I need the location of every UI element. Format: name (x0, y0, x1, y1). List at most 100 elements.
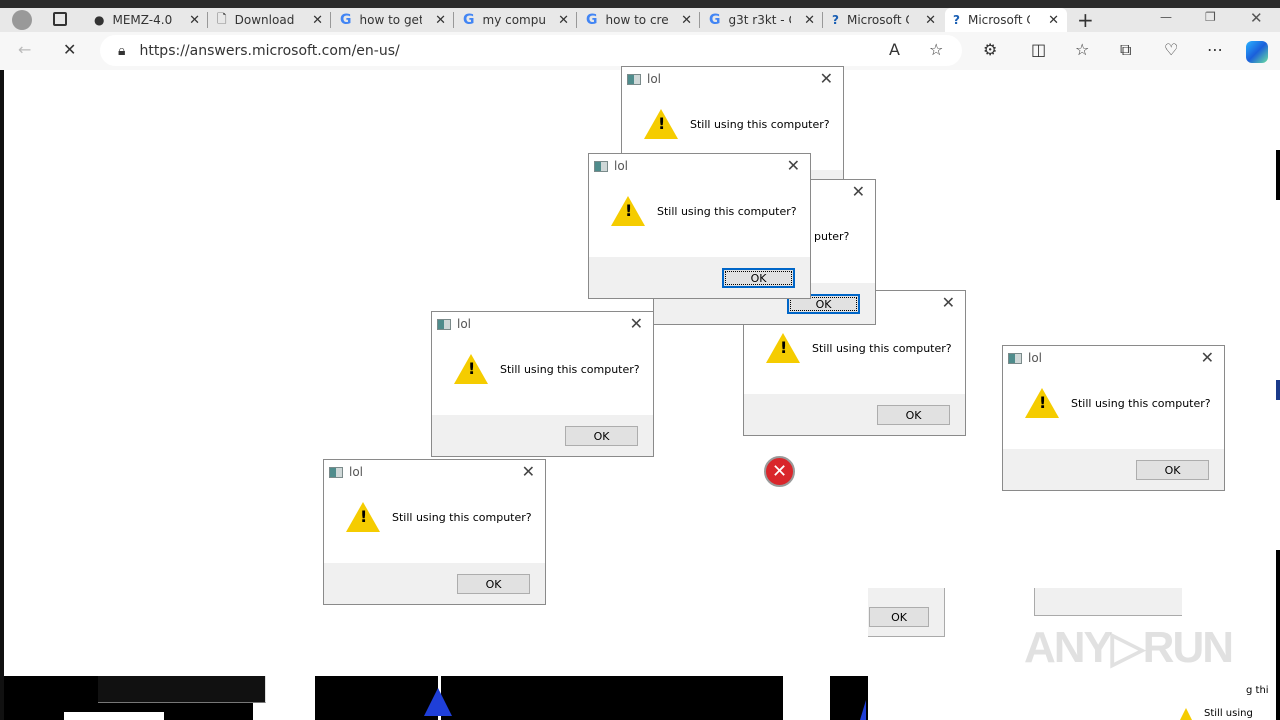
message-dialog: lol ✕ ! Still using this computer? OK (588, 153, 811, 299)
dialog-titlebar[interactable]: lol (324, 460, 545, 484)
ok-button[interactable]: OK (877, 405, 950, 425)
dialog-title: lol (614, 159, 629, 173)
ok-button[interactable]: OK (457, 574, 530, 594)
new-tab-button[interactable]: + (1077, 8, 1094, 32)
dialog-titlebar[interactable]: lol (1003, 346, 1224, 370)
dialog-fragment (1034, 588, 1182, 616)
lock-icon: 🔒︎ (118, 42, 126, 59)
address-bar-row: ← ✕ 🔒︎ https://answers.microsoft.com/en-u… (0, 32, 1280, 70)
app-icon (437, 318, 451, 330)
copilot-icon[interactable] (1246, 41, 1268, 63)
stop-loading-button[interactable]: ✕ (63, 40, 77, 59)
warning-icon (860, 700, 866, 720)
warning-icon: ! (454, 354, 488, 384)
dialog-title: lol (349, 465, 364, 479)
url-text[interactable]: https://answers.microsoft.com/en-us/ (139, 42, 400, 59)
close-tab-icon[interactable]: ✕ (925, 12, 936, 28)
dialog-message: Still using this computer? (1071, 396, 1211, 410)
dialog-fragment (98, 676, 266, 703)
error-icon: ✕ (764, 456, 795, 487)
collections-icon[interactable]: ⧉ (1120, 40, 1132, 59)
close-window-button[interactable]: ✕ (1250, 9, 1263, 27)
profile-avatar[interactable] (12, 10, 32, 30)
back-button[interactable]: ← (18, 40, 32, 59)
dialog-footer: OK (589, 257, 810, 298)
ok-button[interactable]: OK (1136, 460, 1209, 480)
message-dialog: lol ✕ ! Still using this computer? OK (431, 311, 654, 457)
ok-button[interactable]: OK (565, 426, 638, 446)
ok-button[interactable]: OK (787, 294, 860, 314)
watermark: ANY▷RUN (1023, 623, 1234, 672)
dialog-message: Still using this computer? (812, 341, 952, 355)
dialog-title: lol (1028, 351, 1043, 365)
tab-active[interactable]: ?Microsoft C✕ (945, 8, 1067, 32)
file-icon: 🗋 (217, 11, 227, 26)
dialog-titlebar[interactable]: lol (622, 67, 843, 91)
warning-icon: ! (1025, 388, 1059, 418)
microsoft-answers-icon: ? (953, 13, 960, 27)
dialog-message: Still using this computer? (657, 204, 797, 218)
minimize-button[interactable]: — (1160, 10, 1172, 24)
google-icon: G (463, 12, 475, 28)
read-aloud-icon[interactable]: A (889, 40, 900, 59)
split-screen-icon[interactable]: ◫ (1031, 40, 1047, 59)
tab[interactable]: ●MEMZ-4.0✕ (86, 8, 208, 32)
dialog-footer: OK (432, 415, 653, 456)
restore-button[interactable]: ❐ (1205, 10, 1216, 24)
dialog-footer: OK (744, 394, 965, 435)
close-icon[interactable]: ✕ (941, 293, 955, 312)
app-icon (329, 466, 343, 478)
warning-icon: ! (766, 333, 800, 363)
close-icon[interactable]: ✕ (819, 69, 833, 88)
close-tab-icon[interactable]: ✕ (435, 12, 446, 28)
warning-icon: ! (644, 109, 678, 139)
ok-button[interactable]: OK (869, 607, 929, 627)
warning-icon (1180, 708, 1192, 720)
close-tab-icon[interactable]: ✕ (804, 12, 815, 28)
fragment-text: g thi (1246, 685, 1269, 696)
tab[interactable]: ?Microsoft C✕ (832, 12, 936, 28)
close-tab-icon[interactable]: ✕ (189, 12, 200, 28)
close-icon[interactable]: ✕ (851, 182, 865, 201)
github-icon: ● (94, 13, 105, 27)
tab[interactable]: 🗋Download✕ (209, 8, 331, 32)
dialog-message: Still using this computer? (690, 117, 830, 131)
close-tab-icon[interactable]: ✕ (558, 12, 569, 28)
address-bar[interactable]: 🔒︎ https://answers.microsoft.com/en-us/ (100, 35, 962, 66)
message-dialog: lol ✕ ! Still using this computer? OK (1002, 345, 1225, 491)
tab-actions-icon[interactable] (53, 12, 67, 26)
message-dialog: lol ✕ !Still using this computer? OK (323, 459, 546, 605)
close-tab-icon[interactable]: ✕ (312, 12, 323, 28)
close-icon[interactable]: ✕ (629, 314, 643, 333)
dialog-message-partial: puter? (814, 230, 850, 243)
close-icon[interactable]: ✕ (521, 462, 535, 481)
app-icon (627, 73, 641, 85)
dialog-message: Still using this computer? (392, 510, 532, 524)
ok-button[interactable]: OK (722, 268, 795, 288)
google-icon: G (586, 12, 598, 28)
favorites-icon[interactable]: ☆ (1075, 40, 1090, 59)
glitch-region (64, 712, 164, 720)
warning-icon: ! (611, 196, 645, 226)
app-icon (594, 160, 608, 172)
close-icon[interactable]: ✕ (1200, 348, 1214, 367)
more-options-icon[interactable]: ⋯ (1207, 40, 1223, 59)
dialog-message: Still using this computer? (500, 362, 640, 376)
close-tab-icon[interactable]: ✕ (1048, 12, 1059, 28)
dialog-fragment: OK (868, 588, 945, 637)
favorite-star-icon[interactable]: ☆ (929, 40, 944, 59)
close-icon[interactable]: ✕ (786, 156, 800, 175)
dialog-titlebar[interactable]: lol (589, 154, 810, 178)
microsoft-answers-icon: ? (832, 13, 839, 27)
dialog-titlebar[interactable]: lol (432, 312, 653, 336)
close-tab-icon[interactable]: ✕ (681, 12, 692, 28)
extensions-icon[interactable]: ⚙ (983, 40, 998, 59)
dialog-title: lol (457, 317, 472, 331)
browser-essentials-icon[interactable]: ♡ (1164, 40, 1179, 59)
warning-icon (424, 688, 452, 716)
fragment-text: Still using (1204, 708, 1253, 719)
